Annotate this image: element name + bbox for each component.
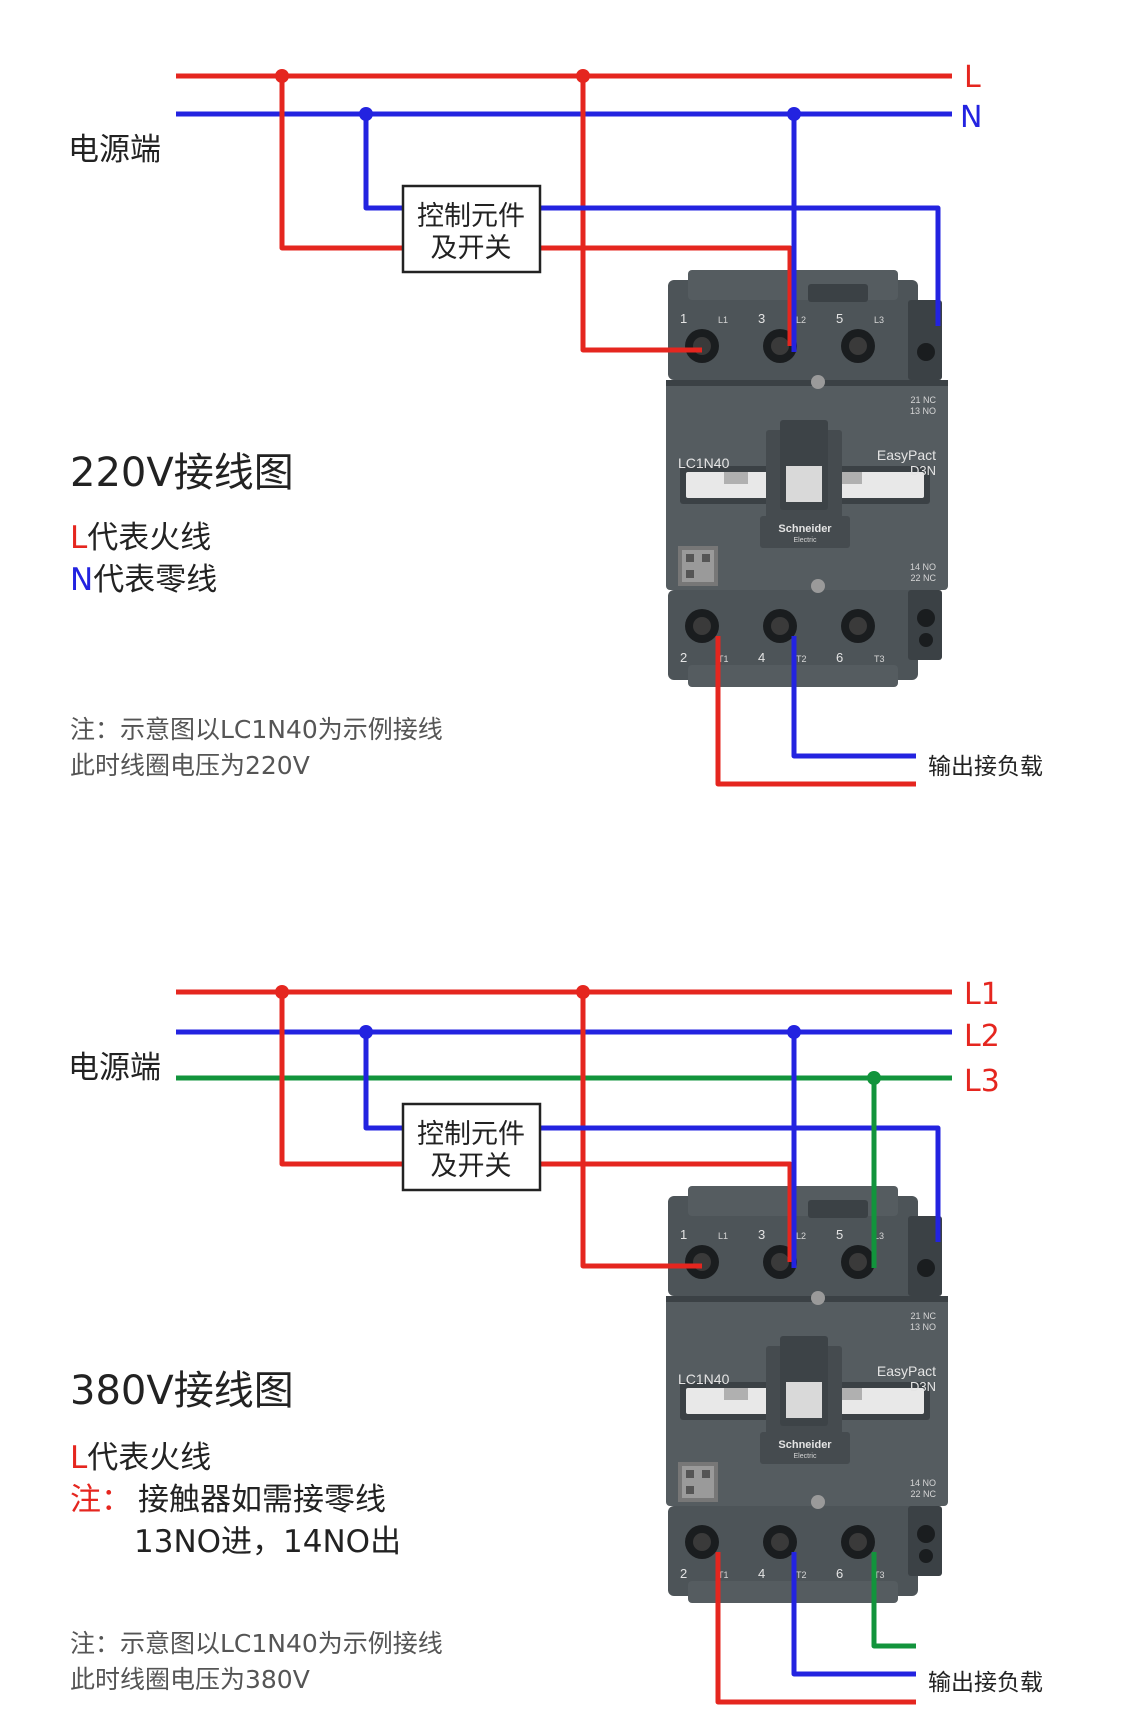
- terminal-1-tag: L1: [718, 1231, 728, 1241]
- terminal-5-num: 5: [836, 311, 843, 326]
- terminal-6-tag: T3: [874, 654, 885, 664]
- terminal-2-tag: T1: [718, 654, 729, 664]
- line-label-l: L: [964, 60, 981, 95]
- junction-dot: [359, 1025, 373, 1039]
- wire-output-t3: [871, 1552, 916, 1649]
- wire-output-t2: [791, 636, 916, 759]
- terminal-1-num: 1: [680, 311, 687, 326]
- section-title: 220V接线图: [70, 450, 294, 496]
- terminal-5-num: 5: [836, 1227, 843, 1242]
- terminal-2-num: 2: [680, 1566, 687, 1581]
- device-sub: D3N: [910, 1379, 936, 1394]
- terminal-5-tag: L3: [874, 315, 884, 325]
- terminal-4-tag: T2: [796, 654, 807, 664]
- wire-l1-to-control: [279, 992, 403, 1167]
- line-label-l2: L2: [964, 1019, 1000, 1054]
- terminal-4-tag: T2: [796, 1570, 807, 1580]
- note-line1: 注：示意图以LC1N40为示例接线: [70, 715, 443, 744]
- extra-note-line1: 注：接触器如需接零线: [70, 1482, 386, 1518]
- output-label: 输出接负载: [928, 754, 1043, 780]
- wire-l2-to-control: [363, 1032, 403, 1131]
- wire-l1-to-t1: [580, 992, 702, 1269]
- device-model: LC1N40: [678, 455, 730, 471]
- control-box-line2: 及开关: [431, 1151, 512, 1182]
- junction-dot: [275, 69, 289, 83]
- junction-dot: [787, 1025, 801, 1039]
- terminal-4-num: 4: [758, 650, 765, 665]
- line-label-l1: L1: [964, 977, 1000, 1012]
- terminal-5-tag: L3: [874, 1231, 884, 1241]
- terminal-2-num: 2: [680, 650, 687, 665]
- extra-note-line2: 13NO进，14NO出: [134, 1524, 401, 1560]
- device-brand: Schneider: [778, 1439, 832, 1451]
- note-line2: 此时线圈电压为220V: [70, 751, 310, 780]
- device-brand-sub: Electric: [794, 1453, 817, 1460]
- aux-top-1: 21 NC: [910, 1311, 936, 1321]
- device-brand: Schneider: [778, 523, 832, 535]
- device-brand-sub: Electric: [794, 537, 817, 544]
- section-220v: 1 L1 3 L2 5 L3 21 NC 13 NO LC1N40 EasyPa…: [68, 60, 1043, 787]
- control-box: [401, 1102, 542, 1192]
- wire-control-to-aux: [540, 205, 941, 326]
- terminal-3-tag: L2: [796, 315, 806, 325]
- aux-bottom-2: 22 NC: [910, 1489, 936, 1499]
- note-line1: 注：示意图以LC1N40为示例接线: [70, 1629, 443, 1658]
- device-model: LC1N40: [678, 1371, 730, 1387]
- wire-n-to-control: [363, 114, 403, 211]
- terminal-1-num: 1: [680, 1227, 687, 1242]
- contactor-device: 1 L1 3 L2 5 L3 21 NC 13 NO LC1N40 EasyPa…: [666, 270, 948, 687]
- junction-dot: [576, 985, 590, 999]
- terminal-6-num: 6: [836, 1566, 843, 1581]
- wire-control-to-aux: [540, 1125, 941, 1242]
- aux-bottom-1: 14 NO: [910, 562, 936, 572]
- junction-dot: [576, 69, 590, 83]
- control-box-line1: 控制元件: [417, 1119, 525, 1150]
- terminal-4-num: 4: [758, 1566, 765, 1581]
- legend-l: L代表火线: [70, 520, 211, 556]
- section-380v: 1 L1 3 L2 5 L3 21 NC 13 NO LC1N40 EasyPa…: [68, 977, 1043, 1705]
- aux-top-1: 21 NC: [910, 395, 936, 405]
- device-series: EasyPact: [877, 1363, 936, 1379]
- junction-dot: [275, 985, 289, 999]
- note-line2: 此时线圈电压为380V: [70, 1665, 310, 1694]
- wires-220v: [176, 73, 952, 787]
- junction-dot: [867, 1071, 881, 1085]
- wire-control-to-t3: [540, 1161, 793, 1262]
- device-sub: D3N: [910, 463, 936, 478]
- terminal-6-num: 6: [836, 650, 843, 665]
- device-series: EasyPact: [877, 447, 936, 463]
- terminal-3-tag: L2: [796, 1231, 806, 1241]
- terminal-3-num: 3: [758, 1227, 765, 1242]
- line-label-l3: L3: [964, 1064, 1000, 1099]
- junction-dot: [359, 107, 373, 121]
- terminal-3-num: 3: [758, 311, 765, 326]
- wire-output-t2: [791, 1552, 916, 1677]
- legend-l: L代表火线: [70, 1440, 211, 1476]
- wire-output-t1: [715, 1552, 916, 1705]
- terminal-2-tag: T1: [718, 1570, 729, 1580]
- terminal-1-tag: L1: [718, 315, 728, 325]
- wire-control-to-t3: [540, 245, 793, 346]
- control-box: [401, 184, 542, 274]
- aux-top-2: 13 NO: [910, 406, 936, 416]
- aux-bottom-1: 14 NO: [910, 1478, 936, 1488]
- aux-top-2: 13 NO: [910, 1322, 936, 1332]
- line-label-n: N: [960, 100, 982, 135]
- wire-l-to-t1: [580, 76, 702, 353]
- source-label: 电源端: [68, 132, 161, 168]
- wires-380v: [176, 989, 952, 1705]
- junction-dot: [787, 107, 801, 121]
- source-label: 电源端: [68, 1050, 161, 1086]
- section-title: 380V接线图: [70, 1368, 294, 1414]
- control-box-line1: 控制元件: [417, 201, 525, 232]
- control-box-line2: 及开关: [431, 233, 512, 264]
- contactor-device: 1 L1 3 L2 5 L3 21 NC 13 NO LC1N40 EasyPa…: [666, 1186, 948, 1603]
- wire-l-to-control: [279, 76, 403, 251]
- wire-output-t1: [715, 636, 916, 787]
- terminal-6-tag: T3: [874, 1570, 885, 1580]
- legend-n: N代表零线: [70, 562, 217, 598]
- output-label: 输出接负载: [928, 1670, 1043, 1696]
- aux-bottom-2: 22 NC: [910, 573, 936, 583]
